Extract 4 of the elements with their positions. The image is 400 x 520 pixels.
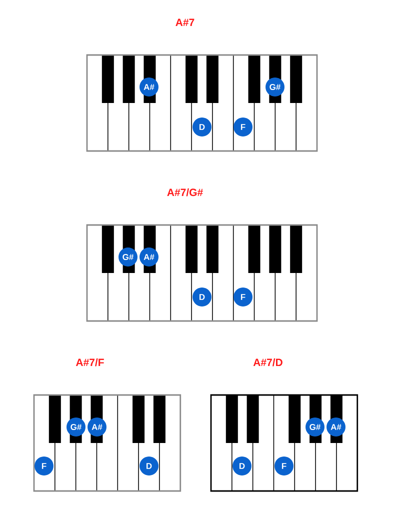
chord-title: A#7/D [253,358,282,366]
chord-title: A#7/G# [167,188,203,196]
chord-title: A#7/F [76,358,104,366]
chord-title: A#7 [176,18,194,26]
